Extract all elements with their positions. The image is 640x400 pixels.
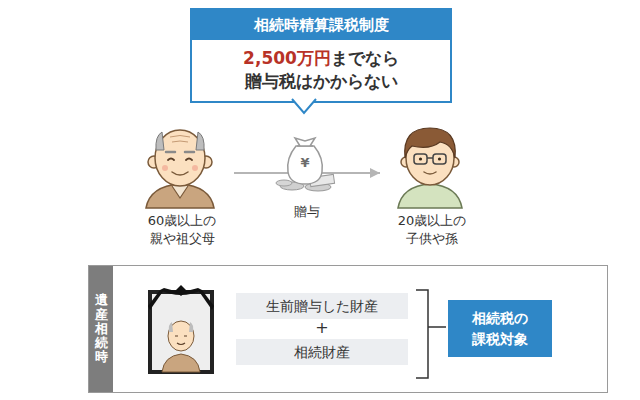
bag-tie (295, 138, 315, 146)
coin (276, 180, 292, 186)
edge-label: 贈与 (292, 203, 322, 221)
grouping-bracket (416, 290, 446, 378)
pointer-fill (292, 99, 316, 113)
memorial-portrait (148, 285, 214, 372)
grandparent-figure (146, 130, 214, 208)
grandparent-hair (196, 132, 204, 150)
child-eye (419, 157, 422, 160)
target-label: 相続税の 課税対象 (456, 308, 544, 349)
grandparent-eyes (168, 159, 192, 161)
callout-text: 贈与税はかからない (192, 70, 450, 101)
portrait-frame (150, 292, 212, 372)
grandparent-cheek (162, 165, 168, 171)
glasses-bridge (427, 157, 433, 159)
person-label: 60歳以上の 親や祖父母 (130, 212, 234, 247)
callout-text: までなら (331, 48, 399, 68)
child-glasses (433, 154, 446, 164)
grandparent-body (146, 184, 214, 208)
amount-text: 2,500万円 (243, 48, 331, 68)
forehead-wrinkles (170, 136, 190, 143)
grandparent-hair (156, 132, 164, 150)
grandparent-cheek (192, 165, 198, 171)
callout-pointer (292, 99, 316, 115)
portrait-body (162, 354, 200, 372)
asset-box: 生前贈与した財産 (236, 293, 408, 319)
child-eye (438, 157, 441, 160)
mourning-ribbon (198, 290, 214, 310)
asset-box: 相続財産 (236, 339, 408, 365)
portrait-head (168, 321, 194, 351)
money-bag (276, 138, 335, 191)
asset-label: 相続財産 (294, 339, 350, 365)
bag-body (288, 146, 323, 184)
pointer-outline (292, 99, 316, 113)
band-label: 遺産相続時 (95, 293, 108, 364)
child-mouth (424, 172, 436, 174)
side-band: 遺産相続時 (89, 266, 113, 392)
child-body (398, 184, 462, 208)
grandparent-head (155, 130, 205, 186)
portrait-hair (169, 322, 193, 332)
mourning-ribbon (148, 290, 164, 310)
grandparent-eyebrows (166, 151, 194, 154)
grandparent-mouth (172, 172, 188, 175)
child-figure (398, 128, 462, 208)
child-hair (405, 128, 456, 158)
grandparent-collar (172, 186, 188, 198)
callout-box: 相続時精算課税制度 2,500万円までなら贈与税はかからない (190, 8, 452, 103)
asset-label: 生前贈与した財産 (266, 293, 378, 319)
person-label: 20歳以上の 子供や孫 (380, 212, 484, 247)
plus-sign: + (315, 318, 328, 338)
receiver-figure: 20歳以上の 子供や孫 (380, 126, 484, 247)
inheritance-panel: 生前贈与した財産相続財産 相続税の 課税対象 遺産相続時 (88, 265, 608, 393)
ribbon-bow (175, 285, 187, 296)
child-glasses (414, 154, 427, 164)
currency-symbol: ¥ (300, 155, 309, 170)
portrait-face (175, 336, 187, 345)
callout-heading: 相続時精算課税制度 (192, 10, 450, 40)
tax-target-box: 相続税の 課税対象 (448, 300, 552, 357)
giver-figure: 60歳以上の 親や祖父母 (130, 126, 234, 247)
